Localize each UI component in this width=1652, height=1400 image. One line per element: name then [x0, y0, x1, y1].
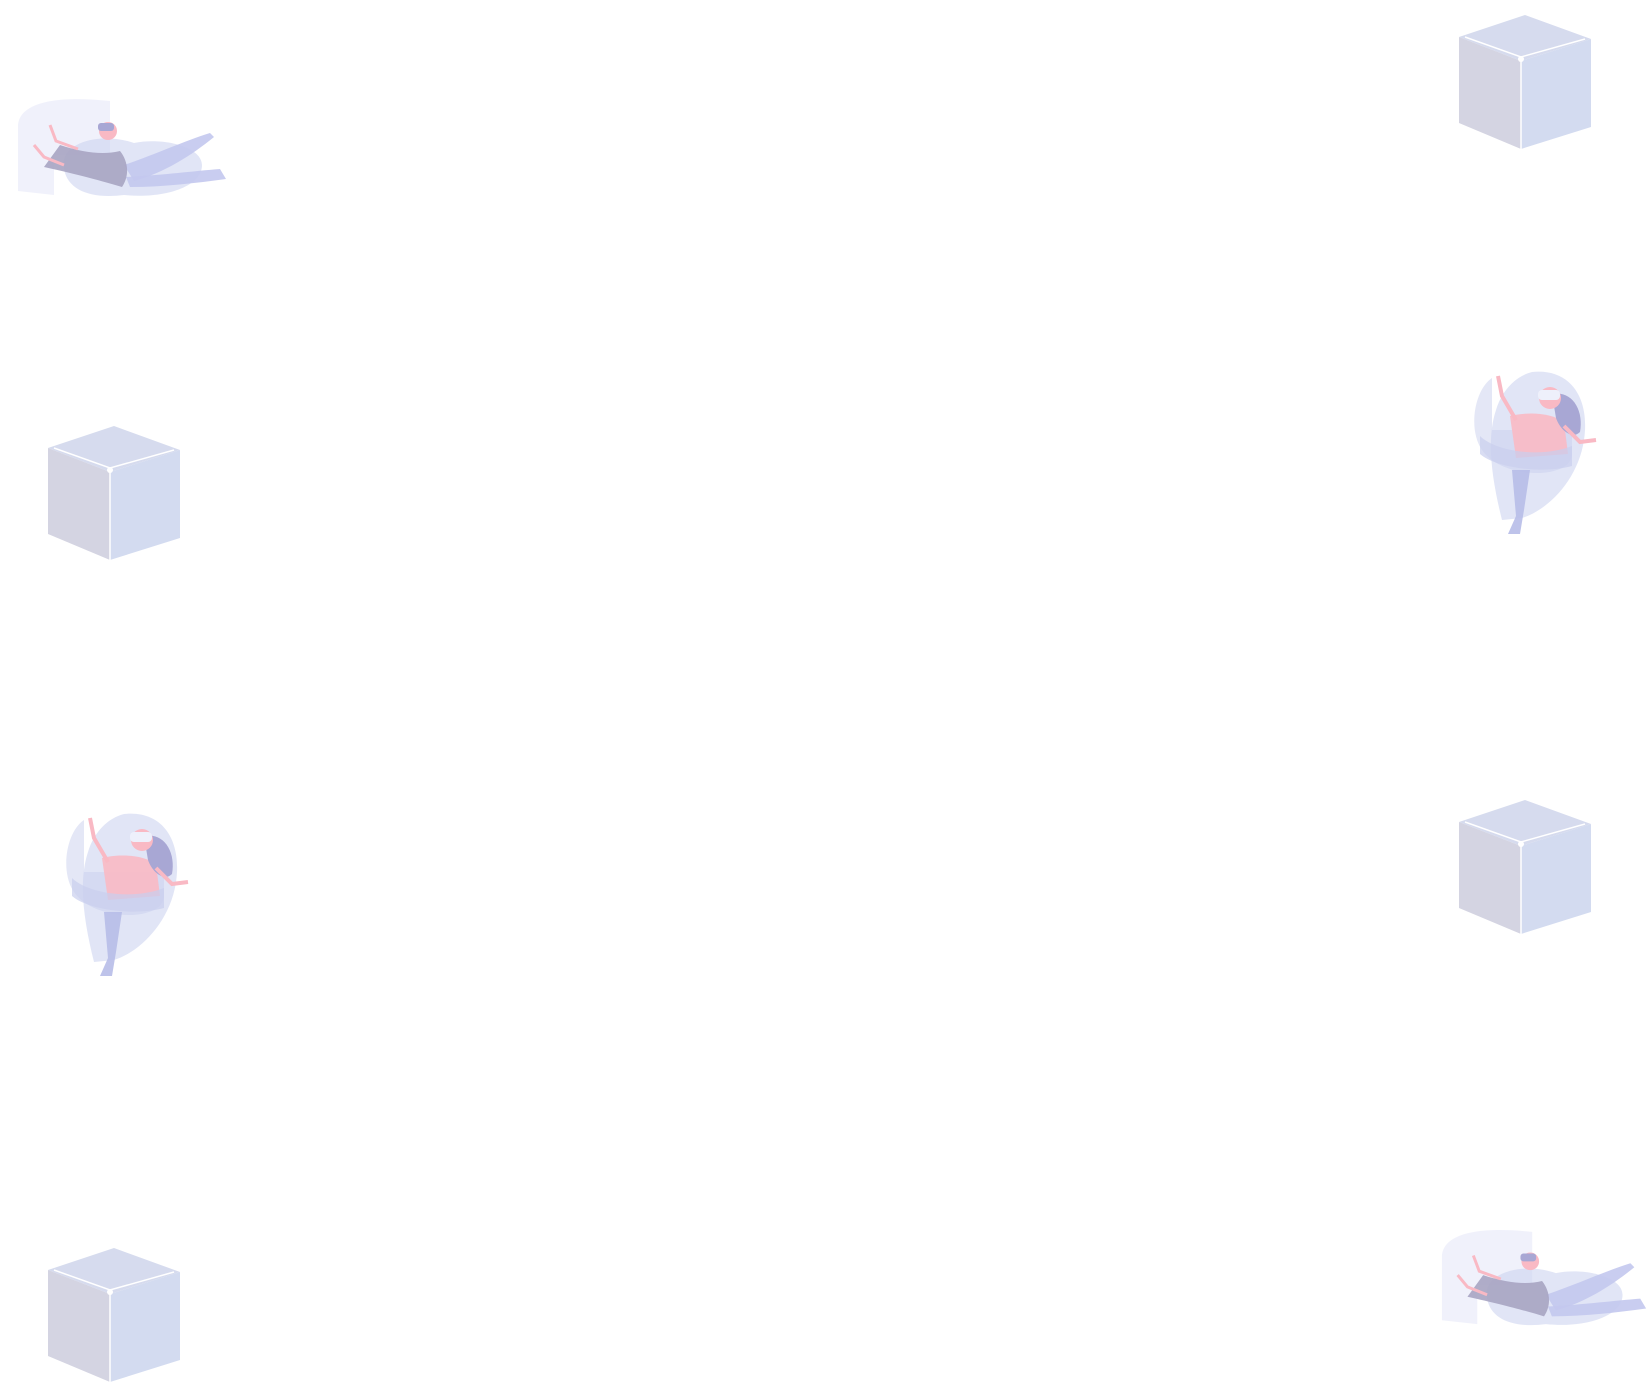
legs — [1545, 1263, 1635, 1311]
legs — [126, 169, 226, 187]
torso — [1467, 1275, 1550, 1317]
torso — [44, 145, 128, 187]
arm — [1562, 424, 1597, 445]
cube-right-face — [110, 450, 180, 560]
arm — [1471, 1254, 1502, 1281]
cube-vertex — [107, 467, 113, 473]
vr-person-flying-icon — [1441, 1230, 1647, 1326]
cube-right-face — [1521, 824, 1591, 934]
cube-top-face — [1459, 15, 1591, 61]
legs — [100, 912, 122, 976]
arm — [48, 124, 79, 151]
torso — [102, 855, 160, 900]
cube-icon — [1459, 15, 1591, 149]
cube-left-face — [1459, 37, 1521, 149]
arm — [1496, 375, 1518, 422]
vr-headset — [1520, 1253, 1537, 1262]
arm — [88, 817, 110, 864]
vr-headset — [98, 123, 114, 131]
cube-top-face — [1459, 800, 1591, 846]
cube-left-face — [48, 448, 110, 560]
arm — [32, 144, 65, 167]
cube-vertex — [1518, 56, 1524, 62]
cube-right-face — [1521, 39, 1591, 149]
torso — [1510, 413, 1568, 458]
cube-top-face — [48, 426, 180, 472]
vr-screen-band — [1480, 436, 1572, 470]
vr-headset — [130, 832, 152, 842]
arm — [154, 866, 189, 887]
vr-screen-band — [72, 878, 164, 912]
cube-icon — [48, 426, 180, 560]
cube-left-face — [1459, 822, 1521, 934]
legs — [1547, 1298, 1647, 1317]
cube-top-face — [48, 1248, 180, 1294]
cube-left-face — [48, 1270, 110, 1382]
cube-icon — [1459, 800, 1591, 934]
vr-person-bubble-icon — [66, 813, 189, 976]
cube-vertex — [107, 1289, 113, 1295]
vr-headset — [1538, 390, 1560, 400]
vr-person-flying-icon — [18, 99, 226, 196]
arm — [1456, 1274, 1488, 1297]
cube-right-face — [110, 1272, 180, 1382]
cube-icon — [48, 1248, 180, 1382]
cube-vertex — [1518, 841, 1524, 847]
vr-person-bubble-icon — [1474, 371, 1597, 534]
legs — [124, 133, 214, 181]
legs — [1508, 470, 1530, 534]
